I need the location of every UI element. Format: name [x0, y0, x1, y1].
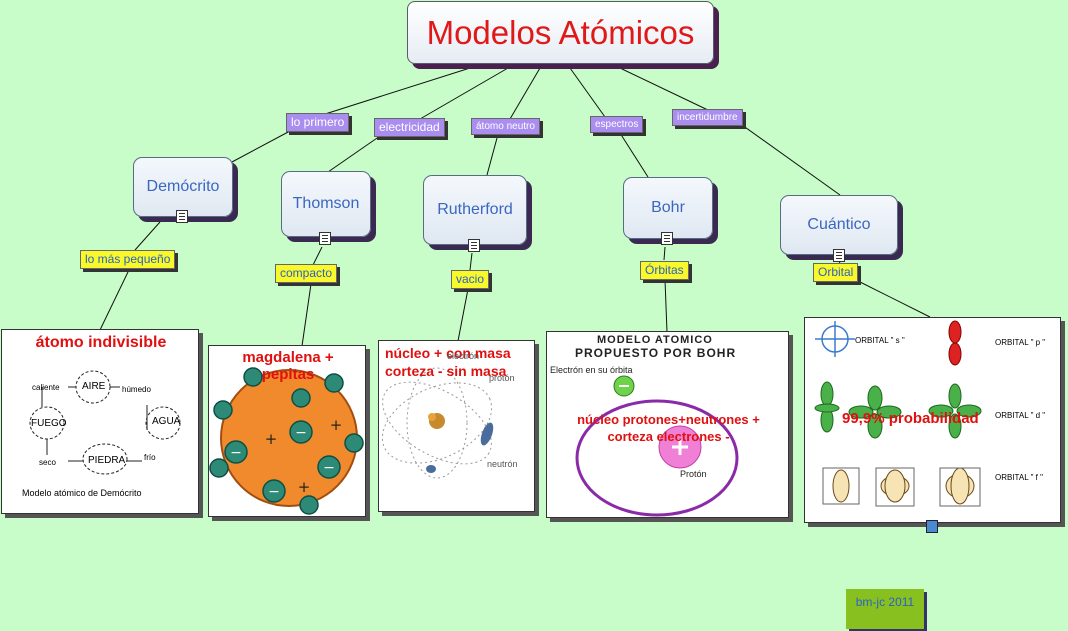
- link-label-atomo-neutro[interactable]: átomo neutro: [471, 118, 540, 135]
- link-label-vacio[interactable]: vacio: [451, 270, 490, 289]
- quality-seco: seco: [39, 458, 56, 467]
- link-label-orbital[interactable]: Orbital: [813, 263, 859, 282]
- link-label-incertidumbre[interactable]: incertidumbre: [672, 109, 743, 126]
- orbital-p-label: ORBITAL " p ": [995, 338, 1046, 347]
- element-agua: AGUA: [152, 416, 181, 427]
- concept-thomson[interactable]: Thomson: [281, 171, 371, 237]
- bohr-heading-1: MODELO ATOMICO: [597, 334, 713, 346]
- bohr-heading-2: PROPUESTO POR BOHR: [575, 346, 737, 360]
- rutherford-label-proton: protón: [489, 373, 515, 383]
- rutherford-label-neutron: neutrón: [487, 459, 518, 469]
- concept-cuantico[interactable]: Cuántico: [780, 195, 898, 255]
- link-label-lo-primero[interactable]: lo primero: [286, 113, 350, 132]
- link-label-electricidad[interactable]: electricidad: [374, 118, 445, 137]
- concept-rutherford[interactable]: Rutherford: [423, 175, 527, 245]
- thomson-overlay-text: magdalena + pepitas: [242, 349, 334, 383]
- link-label-compacto[interactable]: compacto: [275, 264, 338, 283]
- concept-democrito[interactable]: Demócrito: [133, 157, 233, 217]
- element-piedra: PIEDRA: [88, 455, 126, 466]
- rutherford-model-image[interactable]: núcleo + con masa corteza - sin masa ele…: [378, 340, 535, 512]
- cuantico-model-image[interactable]: ORBITAL " s " ORBITAL " p " ORBITAL " d …: [804, 317, 1061, 523]
- cuantico-overlay-text: 99,9% probabilidad: [842, 410, 979, 427]
- quality-caliente: caliente: [32, 383, 60, 392]
- svg-text:+: +: [265, 430, 278, 448]
- document-icon[interactable]: [176, 210, 188, 223]
- document-icon[interactable]: [833, 249, 845, 262]
- film-icon[interactable]: [926, 520, 938, 533]
- document-icon[interactable]: [468, 239, 480, 252]
- document-icon[interactable]: [319, 232, 331, 245]
- bohr-model-image[interactable]: MODELO ATOMICO PROPUESTO POR BOHR Electr…: [546, 331, 789, 518]
- rutherford-overlay-line1: núcleo + con masa: [385, 345, 511, 361]
- document-icon[interactable]: [661, 232, 673, 245]
- svg-text:−: −: [230, 445, 242, 461]
- rutherford-overlay-line2: corteza - sin masa: [385, 363, 507, 379]
- svg-text:−: −: [295, 425, 307, 441]
- link-label-orbitas[interactable]: Órbitas: [640, 261, 689, 280]
- concept-bohr[interactable]: Bohr: [623, 177, 713, 239]
- quality-humedo: húmedo: [122, 385, 151, 394]
- link-label-lo-mas-pequeno[interactable]: lo más pequeño: [80, 250, 176, 269]
- element-aire: AIRE: [82, 381, 106, 392]
- democrito-overlay-text: átomo indivisible: [35, 334, 167, 351]
- svg-text:+: +: [330, 416, 343, 434]
- quality-frio: frío: [144, 453, 156, 462]
- democrito-caption: Modelo atómico de Demócrito: [22, 488, 142, 498]
- orbital-f-label: ORBITAL " f ": [995, 473, 1043, 482]
- svg-text:−: −: [268, 484, 280, 500]
- orbital-s-label: ORBITAL " s ": [855, 336, 905, 345]
- orbital-d-label: ORBITAL " d ": [995, 411, 1046, 420]
- bohr-overlay-line1: núcleo protones+neutrones +: [577, 412, 760, 427]
- element-fuego: FUEGO: [31, 418, 67, 429]
- bohr-electron-label: Electrón en su órbita: [550, 365, 633, 375]
- svg-text:−: −: [323, 460, 335, 476]
- credit-label: bm-jc 2011: [846, 589, 924, 629]
- bohr-overlay-line2: corteza electrones -: [607, 429, 730, 444]
- svg-text:+: +: [298, 478, 311, 496]
- link-label-espectros[interactable]: espectros: [590, 116, 644, 133]
- bohr-proton-label: Protón: [680, 469, 707, 479]
- democrito-model-image[interactable]: átomo indivisible AIRE AGUA PIEDRA FUEGO…: [1, 329, 199, 514]
- thomson-model-image[interactable]: − − − − + + + magdalena + pepitas: [208, 345, 366, 517]
- map-title[interactable]: Modelos Atómicos: [407, 1, 714, 64]
- rutherford-label-electron: electrón: [447, 351, 480, 361]
